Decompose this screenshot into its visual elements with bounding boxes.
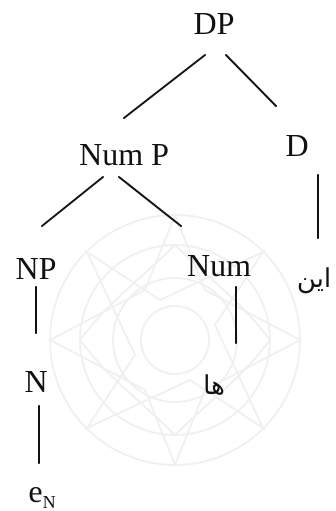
node-nump: Num P: [79, 136, 169, 172]
node-dp: DP: [194, 5, 235, 41]
watermark-pattern: [50, 215, 300, 465]
node-num: Num: [187, 247, 251, 283]
node-n: N: [24, 363, 47, 399]
node-en-subscript: N: [43, 492, 56, 511]
node-d: D: [285, 127, 308, 163]
word-ha: ها: [203, 371, 225, 400]
edge-dp-d: [226, 55, 276, 106]
edge-nump-num: [119, 177, 181, 226]
node-en-base: e: [28, 473, 42, 509]
word-in: این: [297, 264, 331, 294]
edge-nump-np: [42, 177, 103, 226]
edge-dp-nump: [124, 55, 205, 118]
node-np: NP: [16, 250, 57, 286]
node-en: eN: [28, 473, 55, 511]
